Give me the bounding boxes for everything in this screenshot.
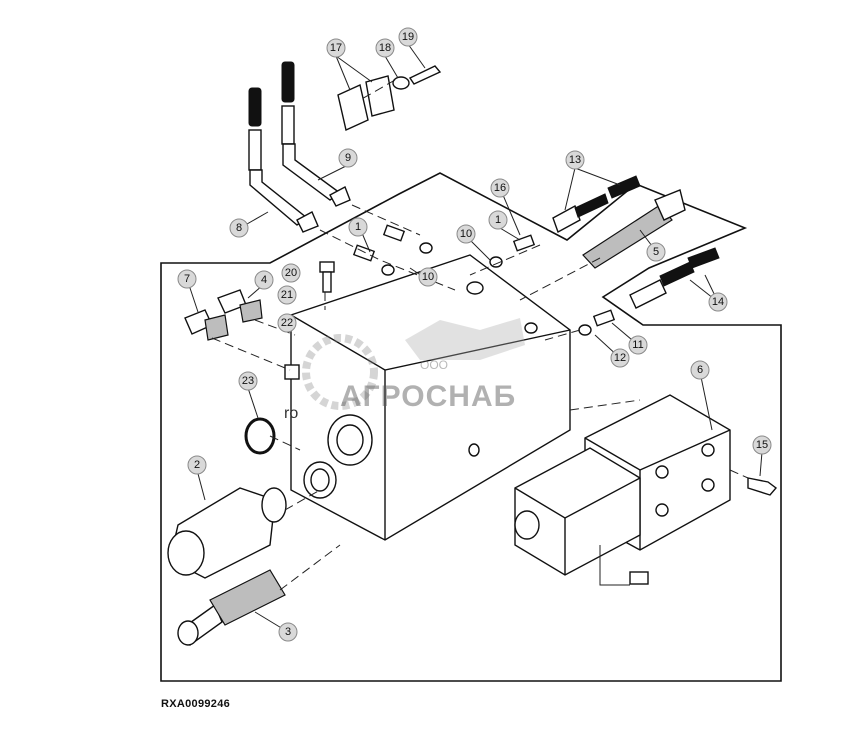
svg-text:1: 1 — [355, 221, 361, 233]
svg-text:14: 14 — [712, 296, 724, 308]
callout-11: 11 — [628, 335, 648, 355]
svg-text:2: 2 — [194, 459, 200, 471]
svg-text:22: 22 — [281, 317, 293, 329]
svg-text:17: 17 — [330, 42, 342, 54]
plug-14 — [629, 247, 720, 309]
coil-2 — [167, 487, 287, 579]
callout-1-left: 1 — [348, 217, 368, 237]
svg-text:5: 5 — [653, 246, 659, 258]
callout-19: 19 — [398, 27, 418, 47]
callout-6: 6 — [690, 360, 710, 380]
clamp-assembly — [337, 65, 442, 131]
hydraulic-line-8 — [248, 87, 319, 233]
callout-5: 5 — [646, 242, 666, 262]
callout-3: 3 — [278, 622, 298, 642]
callout-23: 23 — [238, 371, 258, 391]
callout-10-right: 10 — [456, 224, 476, 244]
svg-text:18: 18 — [379, 42, 391, 54]
watermark: ООО АГРОСНАБ — [300, 300, 560, 430]
svg-text:12: 12 — [614, 352, 626, 364]
svg-text:10: 10 — [460, 228, 472, 240]
svg-text:7: 7 — [184, 273, 190, 285]
plug-13 — [552, 175, 641, 234]
callout-2: 2 — [187, 455, 207, 475]
svg-text:19: 19 — [402, 31, 414, 43]
watermark-brand: АГРОСНАБ — [340, 380, 517, 413]
svg-text:20: 20 — [285, 267, 297, 279]
callout-9: 9 — [338, 148, 358, 168]
cartridge-4 — [217, 289, 263, 323]
valve-block — [284, 254, 571, 541]
svg-text:11: 11 — [632, 339, 643, 351]
callout-15: 15 — [752, 435, 772, 455]
svg-text:10: 10 — [422, 271, 434, 283]
hydraulic-line-9 — [281, 61, 351, 207]
figure-reference-code: RXA0099246 — [161, 698, 231, 710]
o-ring-23 — [244, 417, 276, 455]
callout-21: 21 — [277, 285, 297, 305]
callout-18: 18 — [375, 38, 395, 58]
bolt-15 — [747, 477, 778, 496]
block-partial-label: ro — [284, 405, 298, 422]
callout-4: 4 — [254, 270, 274, 290]
solenoid-valve-6 — [514, 394, 731, 586]
cartridge-valve-5 — [582, 189, 686, 269]
callout-10-left: 10 — [418, 267, 438, 287]
watermark-company: ООО — [420, 358, 449, 372]
svg-text:6: 6 — [697, 364, 703, 376]
watermark-gear — [302, 318, 525, 410]
callout-16: 16 — [490, 178, 510, 198]
svg-text:13: 13 — [569, 154, 581, 166]
svg-text:1: 1 — [495, 214, 501, 226]
svg-text:15: 15 — [756, 439, 768, 451]
svg-text:23: 23 — [242, 375, 254, 387]
bolt-20 — [319, 261, 335, 293]
svg-text:21: 21 — [281, 289, 293, 301]
svg-text:16: 16 — [494, 182, 506, 194]
callout-17: 17 — [326, 38, 346, 58]
callout-7: 7 — [177, 269, 197, 289]
callout-13: 13 — [565, 150, 585, 170]
callout-1-right: 1 — [488, 210, 508, 230]
callout-20: 20 — [281, 263, 301, 283]
svg-text:8: 8 — [236, 222, 242, 234]
svg-text:9: 9 — [345, 152, 351, 164]
assembly-frame — [160, 172, 782, 682]
svg-text:3: 3 — [285, 626, 291, 638]
callout-22: 22 — [277, 313, 297, 333]
callout-8: 8 — [229, 218, 249, 238]
callout-12: 12 — [610, 348, 630, 368]
svg-text:4: 4 — [261, 274, 267, 286]
cartridge-3 — [177, 569, 286, 646]
callout-14: 14 — [708, 292, 728, 312]
cartridge-7 — [184, 309, 229, 341]
callout-leaders — [188, 43, 763, 633]
